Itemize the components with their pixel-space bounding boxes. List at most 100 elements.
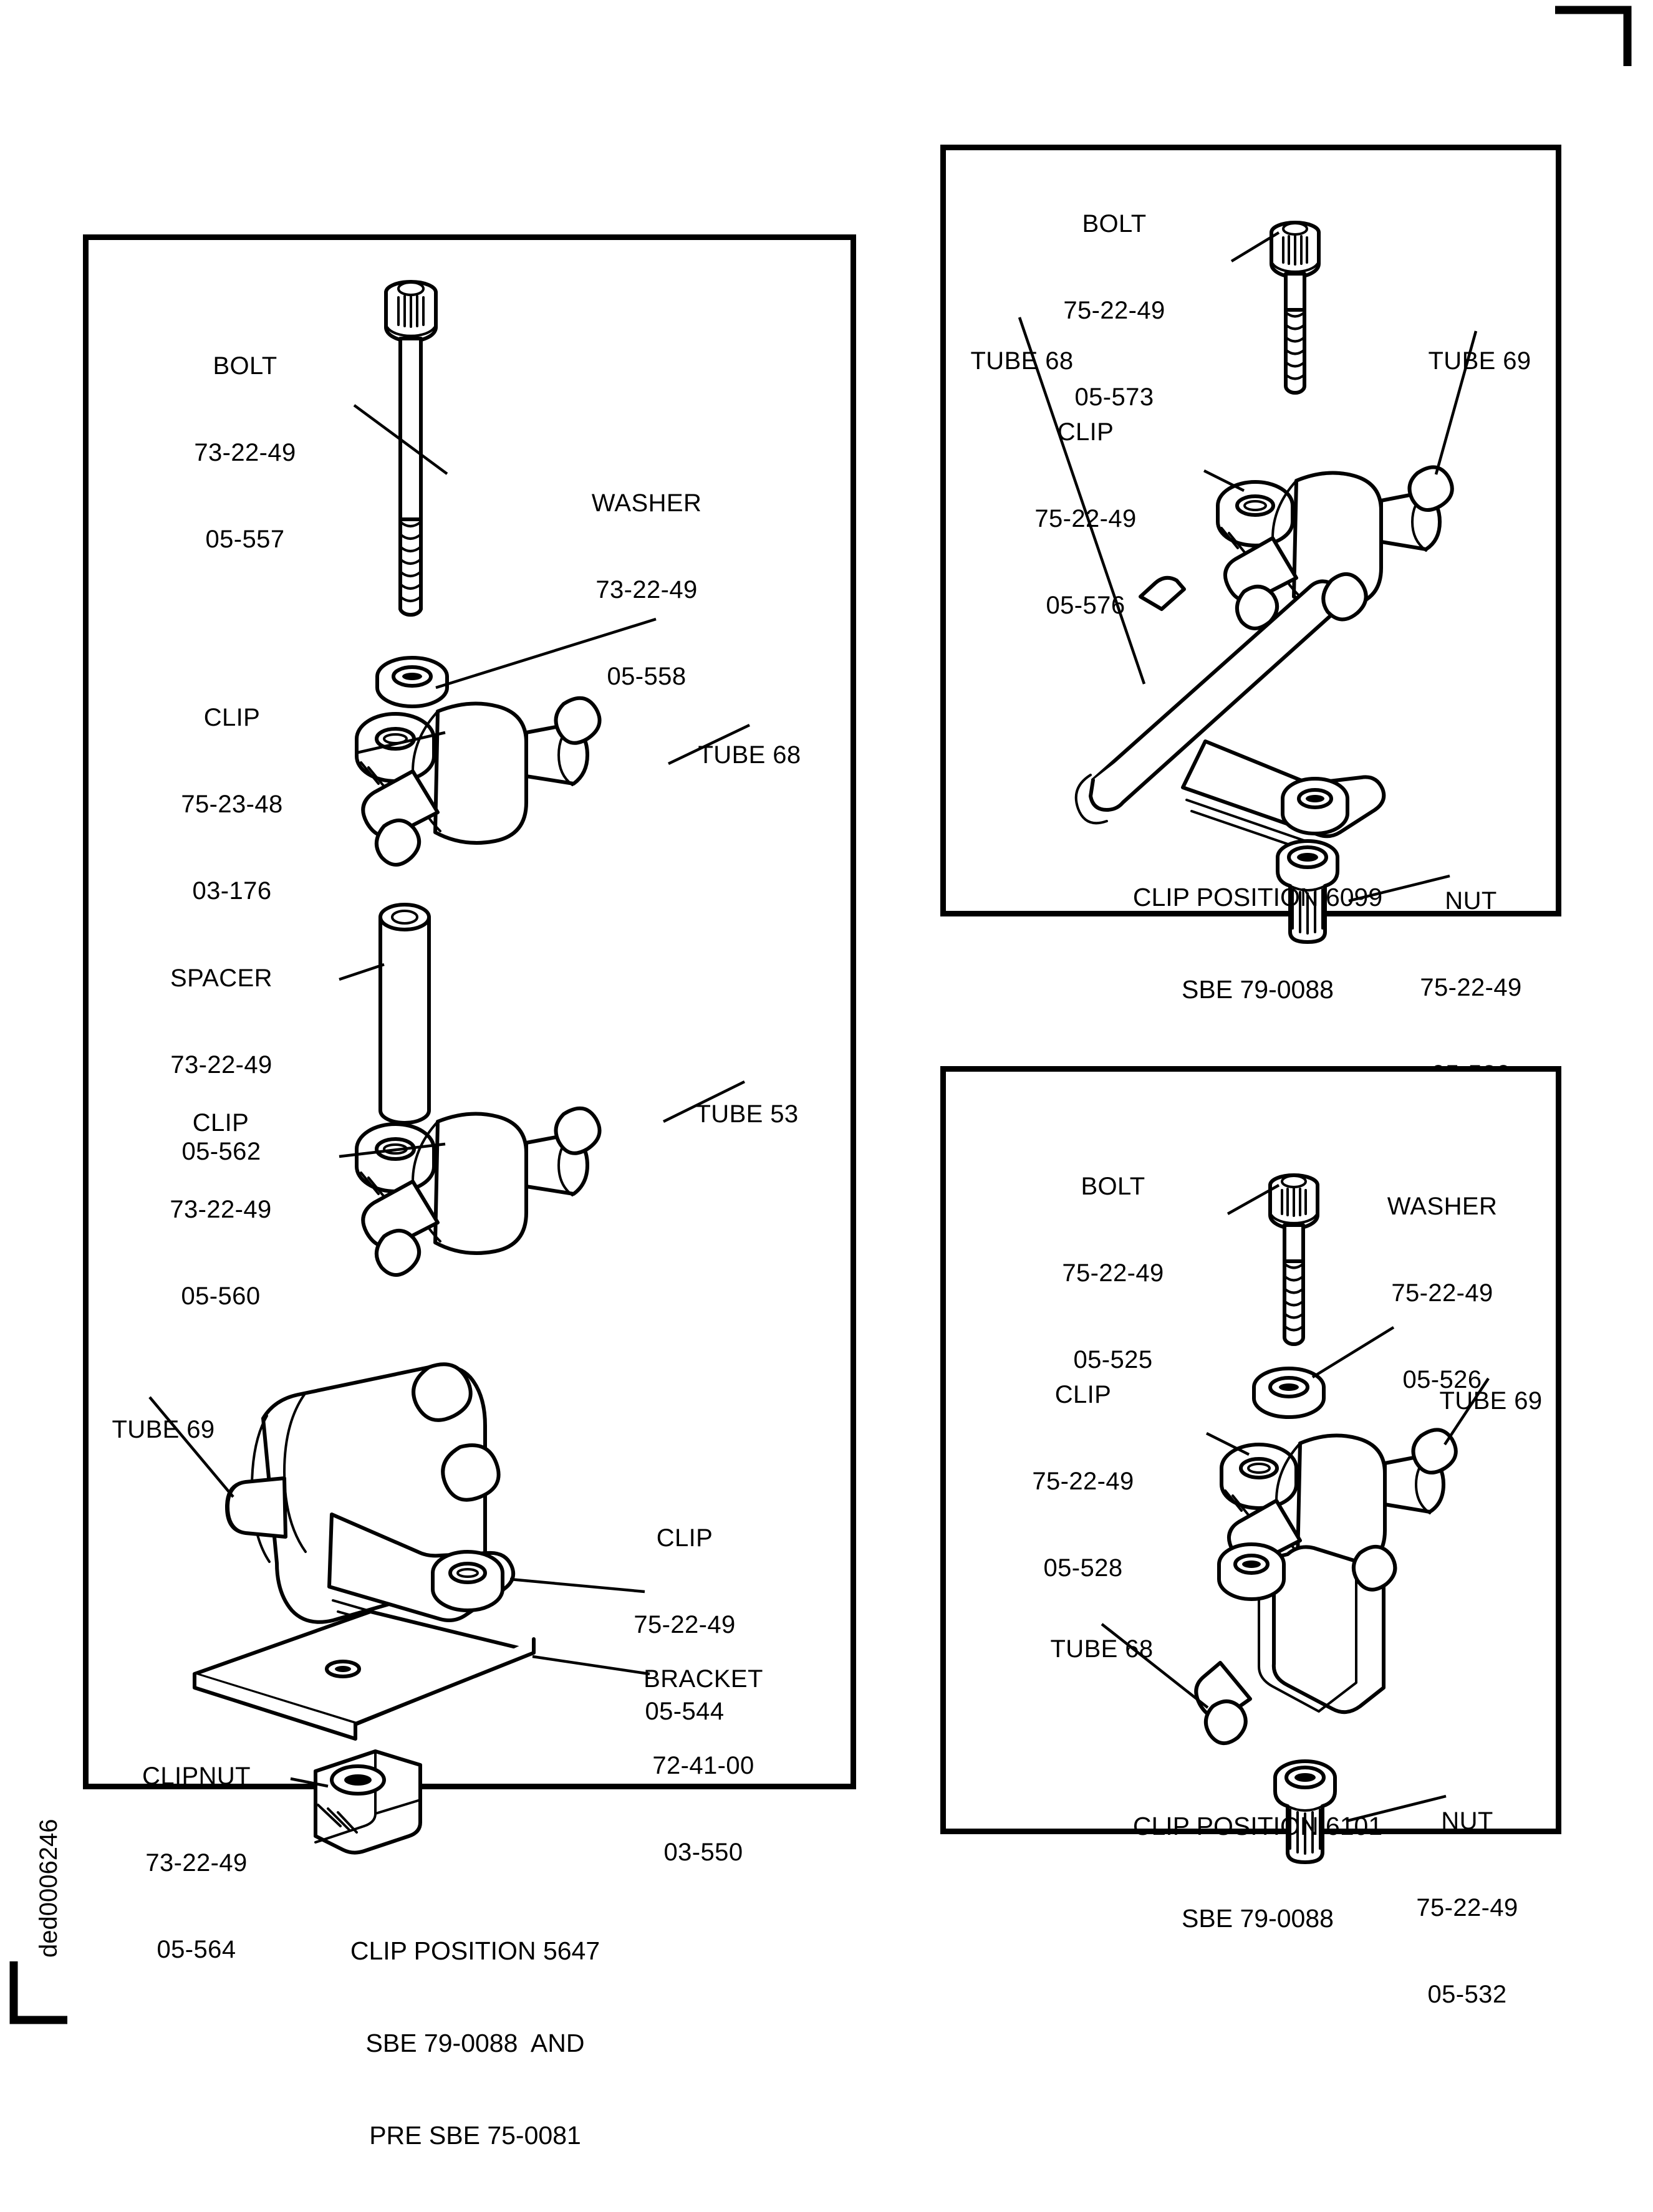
clip-tube68-assembly bbox=[355, 696, 602, 867]
label-clip-03-176: CLIP 75-23-48 03-176 bbox=[113, 645, 350, 963]
label-bolt-title: BOLT bbox=[1082, 209, 1147, 238]
tr-caption-line1: CLIP POSITION 6099 bbox=[1132, 883, 1383, 912]
label-nut: NUT 75-22-49 05-532 bbox=[1361, 1749, 1573, 2067]
label-washer: WASHER 75-22-49 05-526 bbox=[1324, 1134, 1561, 1452]
label-bolt-line2: 73-22-49 bbox=[194, 438, 296, 466]
label-clip05528-title: CLIP bbox=[1054, 1380, 1112, 1408]
label-nut-line2: 75-22-49 bbox=[1420, 973, 1522, 1001]
label-clip05544-line2: 75-22-49 bbox=[634, 1610, 736, 1638]
label-bolt-title: BOLT bbox=[213, 352, 277, 380]
crop-mark-bottom-left bbox=[9, 1961, 67, 2024]
label-washer: WASHER 73-22-49 05-558 bbox=[531, 431, 762, 749]
label-bolt-line2: 75-22-49 bbox=[1062, 1259, 1164, 1287]
tr-caption-line2: SBE 79-0088 bbox=[1182, 974, 1334, 1004]
label-bracket-line3: 03-550 bbox=[663, 1839, 743, 1867]
label-clip05528-line3: 05-528 bbox=[1043, 1554, 1123, 1582]
label-nut-title: NUT bbox=[1445, 887, 1497, 915]
label-clip-05-544: CLIP 75-22-49 05-544 bbox=[566, 1466, 803, 1784]
nut-part bbox=[1276, 839, 1339, 944]
label-clip05544-line3: 05-544 bbox=[645, 1698, 725, 1726]
left-panel: BOLT 73-22-49 05-557 WASHER 73-22-49 05-… bbox=[83, 234, 856, 2150]
label-tube-68: TUBE 68 bbox=[928, 289, 1116, 433]
br-caption-line2: SBE 79-0088 bbox=[1182, 1903, 1334, 1933]
label-washer-title: WASHER bbox=[1387, 1192, 1498, 1220]
label-tube-68: TUBE 68 bbox=[650, 683, 849, 827]
left-caption-line2: SBE 79-0088 AND bbox=[365, 2028, 585, 2057]
clip-tube69-assembly bbox=[1216, 465, 1454, 630]
bottom-right-panel: BOLT 75-22-49 05-525 WASHER 75-22-49 05-… bbox=[940, 1066, 1561, 2008]
label-bolt-line3: 05-525 bbox=[1073, 1346, 1153, 1374]
label-washer-line3: 05-526 bbox=[1402, 1366, 1482, 1394]
label-tube-53: TUBE 53 bbox=[647, 1042, 847, 1186]
nut-part bbox=[1273, 1759, 1337, 1864]
label-clip05528-line2: 75-22-49 bbox=[1032, 1467, 1134, 1495]
label-clipnut-title: CLIPNUT bbox=[142, 1762, 251, 1790]
bottom-right-panel-caption: CLIP POSITION 6101 SBE 79-0088 bbox=[1021, 1750, 1495, 1996]
left-panel-caption: CLIP POSITION 5647 SBE 79-0088 AND PRE S… bbox=[170, 1875, 781, 2212]
label-clip05576-line2: 75-22-49 bbox=[1034, 504, 1137, 532]
label-bolt-line2: 75-22-49 bbox=[1063, 296, 1165, 324]
label-bracket-line2: 72-41-00 bbox=[652, 1751, 754, 1779]
label-bracket-title: BRACKET bbox=[643, 1665, 763, 1693]
label-clip05560-title: CLIP bbox=[192, 1108, 249, 1137]
label-clip-03176-title: CLIP bbox=[203, 703, 261, 731]
crop-mark-top-right bbox=[1555, 6, 1632, 66]
label-washer-line2: 73-22-49 bbox=[595, 575, 698, 603]
label-clip-03176-line3: 03-176 bbox=[192, 877, 272, 905]
label-washer-line2: 75-22-49 bbox=[1391, 1279, 1493, 1307]
technical-illustration-page: ded0006246 bbox=[9, 6, 1632, 2150]
left-caption-line3: PRE SBE 75-0081 bbox=[369, 2120, 581, 2150]
label-tube69-title: TUBE 69 bbox=[1439, 1387, 1543, 1415]
label-clipnut: CLIPNUT 73-22-49 05-564 bbox=[81, 1704, 312, 2022]
clipnut-part bbox=[314, 1749, 422, 1855]
label-clip-05-576: CLIP 75-22-49 05-576 bbox=[967, 360, 1204, 678]
label-bolt-title: BOLT bbox=[1081, 1172, 1145, 1200]
label-tube53-title: TUBE 53 bbox=[695, 1100, 799, 1128]
bolt-part bbox=[1268, 1173, 1319, 1346]
label-nut-line2: 75-22-49 bbox=[1416, 1893, 1518, 1921]
tube69-clip544-assembly bbox=[225, 1362, 515, 1644]
washer-part bbox=[375, 656, 449, 708]
label-clip05560-line3: 05-560 bbox=[181, 1282, 261, 1310]
top-right-panel-caption: CLIP POSITION 6099 SBE 79-0088 bbox=[1021, 821, 1495, 1067]
label-clipnut-line3: 05-564 bbox=[157, 1936, 236, 1964]
label-clip-05-528: CLIP 75-22-49 05-528 bbox=[965, 1322, 1202, 1640]
label-bracket: BRACKET 72-41-00 03-550 bbox=[579, 1607, 828, 1925]
label-spacer-title: SPACER bbox=[170, 964, 272, 992]
label-tube-69: TUBE 69 bbox=[1386, 289, 1573, 433]
label-clip-03176-line2: 75-23-48 bbox=[181, 790, 283, 818]
bracket-part bbox=[193, 1610, 536, 1741]
label-tube68-title: TUBE 68 bbox=[970, 347, 1074, 375]
label-tube68-title: TUBE 68 bbox=[1050, 1635, 1154, 1663]
bolt-part bbox=[384, 280, 438, 617]
label-bolt: BOLT 73-22-49 05-557 bbox=[136, 294, 354, 612]
label-tube-69: TUBE 69 bbox=[64, 1357, 263, 1502]
label-clip-05-560: CLIP 73-22-49 05-560 bbox=[102, 1051, 339, 1368]
label-tube-69: TUBE 69 bbox=[1397, 1329, 1584, 1473]
label-washer-line3: 05-558 bbox=[607, 663, 687, 691]
label-bolt-line3: 05-573 bbox=[1074, 383, 1154, 411]
bottom-right-panel-artwork bbox=[1101, 1173, 1490, 1864]
top-right-panel-artwork bbox=[1018, 221, 1478, 944]
left-caption-line1: CLIP POSITION 5647 bbox=[350, 1936, 600, 1966]
tube68-assembly bbox=[1194, 1542, 1397, 1745]
top-right-panel: BOLT 75-22-49 05-573 TUBE 69 CLIP 75-22-… bbox=[940, 145, 1561, 1088]
washer-part bbox=[1252, 1367, 1326, 1419]
label-nut-title: NUT bbox=[1441, 1807, 1493, 1835]
label-bolt-line3: 05-557 bbox=[205, 526, 285, 554]
left-panel-artwork bbox=[148, 280, 750, 1855]
label-clip05560-line2: 73-22-49 bbox=[170, 1195, 272, 1223]
label-spacer-line2: 73-22-49 bbox=[170, 1051, 272, 1079]
clip-tube53-assembly bbox=[355, 1106, 602, 1277]
spacer-part bbox=[378, 903, 431, 1125]
drawing-code: ded0006246 bbox=[35, 1819, 62, 1958]
label-bolt: BOLT 75-22-49 05-525 bbox=[995, 1114, 1231, 1432]
bolt-part bbox=[1270, 221, 1321, 395]
label-nut-line3: 05-532 bbox=[1427, 1981, 1507, 2009]
label-bolt: BOLT 75-22-49 05-573 bbox=[996, 151, 1233, 469]
label-tube69-title: TUBE 69 bbox=[1428, 347, 1531, 375]
label-tube68-title: TUBE 68 bbox=[698, 741, 801, 769]
label-spacer: SPACER 73-22-49 05-562 bbox=[100, 906, 343, 1224]
label-clip05576-title: CLIP bbox=[1057, 418, 1114, 446]
label-clip05544-title: CLIP bbox=[656, 1524, 713, 1552]
